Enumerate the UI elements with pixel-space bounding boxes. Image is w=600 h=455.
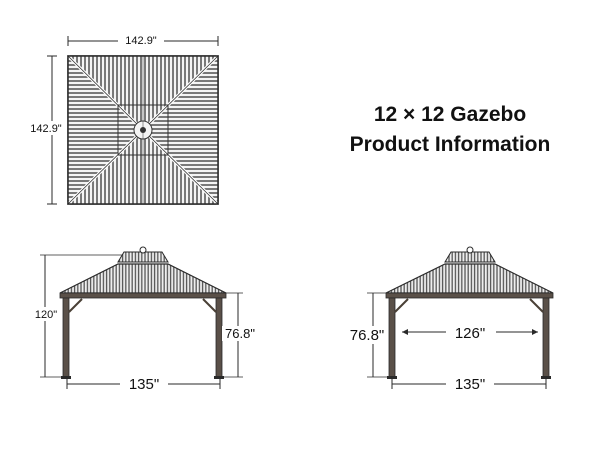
front-eave-height-label: 76.8" <box>225 326 255 341</box>
front-post-left <box>62 297 70 379</box>
side-gazebo <box>385 246 554 379</box>
front-eave-height-label-bg <box>222 326 258 341</box>
front-post-right <box>215 297 223 379</box>
top-depth-label: 142.9" <box>30 123 62 135</box>
front-base-width-label: 135" <box>129 376 159 393</box>
top-width-label: 142.9" <box>125 35 157 47</box>
side-eave-height-label: 76.8" <box>350 327 385 344</box>
title-block: 12 × 12 Gazebo Product Information <box>330 100 570 160</box>
front-total-height-label-bg <box>30 307 64 321</box>
side-post-left <box>388 297 396 379</box>
side-view: 76.8" 126" 135" <box>346 246 554 393</box>
front-gazebo <box>59 246 227 379</box>
side-eave-height-label-bg <box>346 326 388 344</box>
side-base-width-label: 135" <box>455 376 485 393</box>
top-view: 142.9" 142.9" <box>26 33 220 206</box>
top-width-label-bg <box>118 33 164 47</box>
side-base-width-label-bg <box>446 374 494 392</box>
side-inner-width-label: 126" <box>455 325 485 342</box>
roof-plan <box>66 54 220 206</box>
side-post-right <box>542 297 550 379</box>
front-view: 120" 76.8" 135" <box>30 246 258 393</box>
side-inner-width-label-bg <box>446 323 496 341</box>
product-subtitle: Product Information <box>349 133 551 156</box>
front-total-height-label: 120" <box>35 309 57 321</box>
top-depth-label-bg <box>26 121 66 135</box>
product-title: 12 × 12 Gazebo <box>373 103 527 126</box>
front-base-width-label-bg <box>120 374 168 392</box>
